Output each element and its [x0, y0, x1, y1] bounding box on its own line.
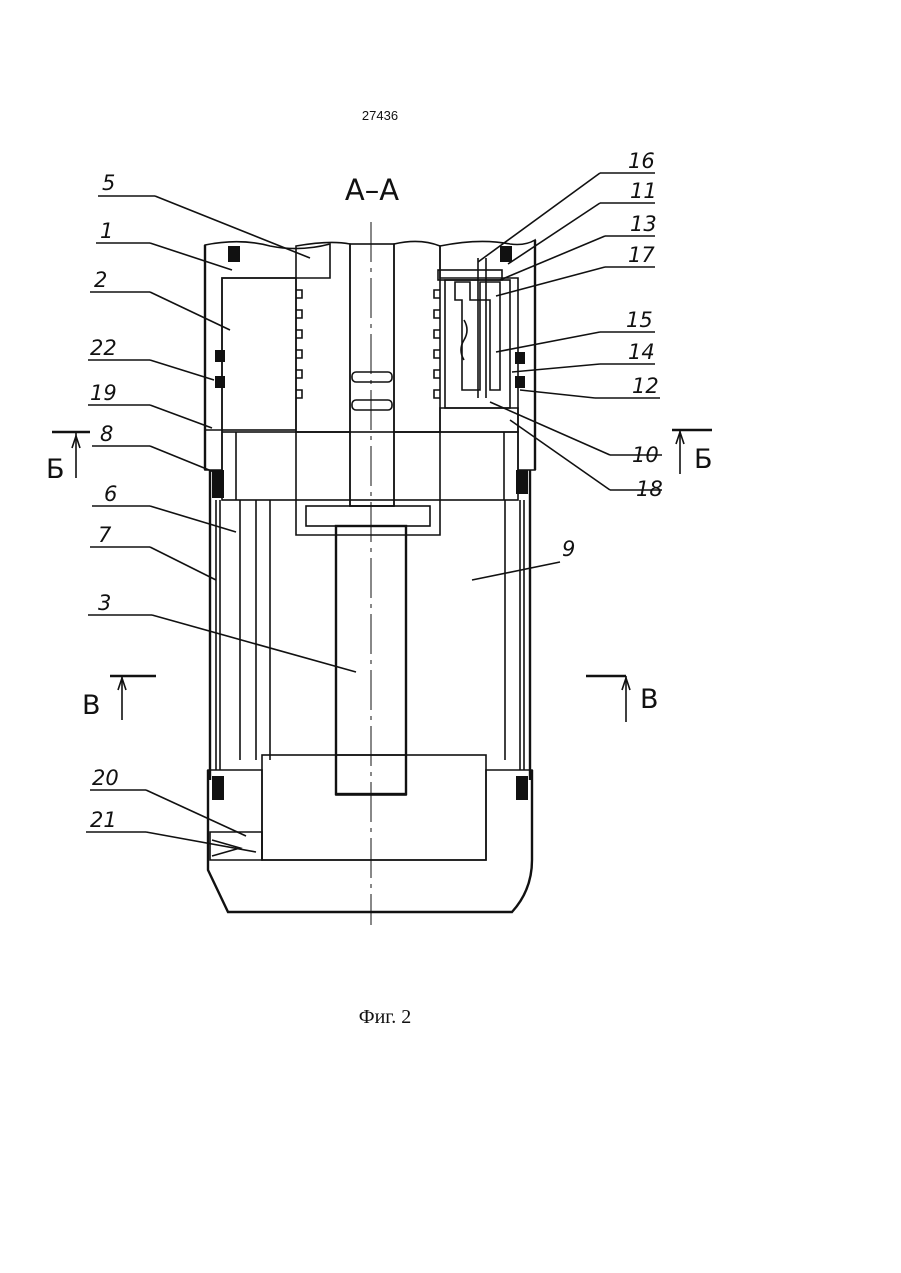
callout-11: 11	[630, 179, 657, 203]
callout-10: 10	[632, 443, 659, 467]
section-mark-v-right: В	[640, 684, 659, 715]
callout-2: 2	[94, 268, 107, 292]
callout-13: 13	[630, 212, 657, 236]
leaders-left	[86, 196, 356, 852]
callout-17: 17	[628, 243, 655, 267]
section-title: А–А	[345, 173, 399, 207]
section-mark-b-left: Б	[46, 454, 65, 485]
central-plug	[296, 241, 440, 794]
callout-16: 16	[628, 149, 655, 173]
valve-assembly	[438, 258, 502, 398]
callout-1: 1	[100, 219, 113, 243]
callout-18: 18	[636, 477, 663, 501]
section-mark-v-left: В	[82, 690, 101, 721]
section-marks: Б Б В В	[46, 430, 713, 722]
section-mark-b-right: Б	[694, 444, 713, 475]
callout-20: 20	[92, 766, 119, 790]
callout-9: 9	[562, 537, 575, 561]
callout-8: 8	[100, 422, 113, 446]
callout-7: 7	[98, 523, 112, 547]
callout-12: 12	[632, 374, 659, 398]
callout-5: 5	[102, 171, 115, 195]
callout-19: 19	[90, 381, 117, 405]
callout-15: 15	[626, 308, 653, 332]
callout-22: 22	[90, 336, 117, 360]
callout-6: 6	[104, 482, 117, 506]
callout-3: 3	[98, 591, 111, 615]
callout-21: 21	[90, 808, 117, 832]
figure-caption: Фиг. 2	[300, 1006, 470, 1029]
callout-14: 14	[628, 340, 655, 364]
